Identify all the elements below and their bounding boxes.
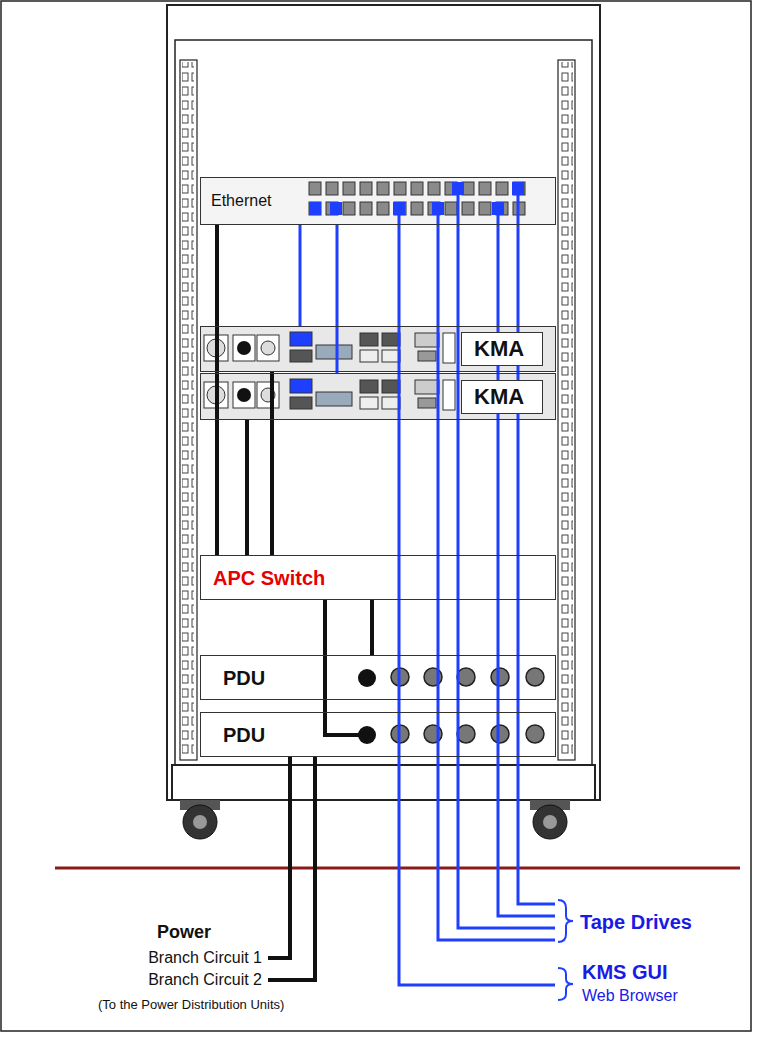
note: (To the Power Distribution Units) [98,997,284,1012]
caster-hub [193,815,207,829]
node-label: KMA [461,332,543,366]
active-port [330,202,342,215]
active-port [452,182,464,195]
frame-border [1,1,751,1031]
rack-post [180,60,197,760]
rack-cabinet [167,5,600,800]
ethernet-switch: Ethernet [200,177,556,225]
node-label: APC Switch [213,566,325,589]
branch-power-cords [268,757,315,980]
node-label: Ethernet [211,192,271,210]
node-label: KMA [461,380,543,414]
rack-inner [175,40,592,775]
caster-hub [543,815,557,829]
network-cable [336,225,339,373]
switch-body [200,177,556,225]
active-port [309,202,321,215]
active-port [393,202,405,215]
bracket [558,900,573,1000]
pdu-outlets [391,668,544,743]
rack-base [172,765,595,800]
power-plug [358,669,376,687]
rack-post [558,60,575,760]
kma-unit-detail [200,326,556,420]
power-cord [325,712,360,735]
node-label: PDU [223,666,265,689]
power-cord [215,225,219,555]
network-cable [299,225,302,326]
rack-holes [561,62,573,758]
circuit-label: Branch Circuit 1 [148,949,262,967]
power-cord [323,600,327,712]
power-heading: Power [157,922,211,943]
power-plug [358,726,376,744]
active-port [512,182,524,195]
power-cord [370,600,374,655]
device-label: Tape Drives [580,911,692,934]
device-label: KMS GUI [582,961,668,984]
power-cord [245,420,249,555]
switch-ports [308,181,529,221]
apc-switch: APC Switch [200,555,556,600]
network-cables [399,195,555,985]
active-port [432,202,444,215]
caster [533,805,567,839]
pdu: PDU [200,712,556,757]
kma-appliance: KMA [200,373,556,420]
device-sublabel: Web Browser [582,987,678,1005]
rack-holes [182,62,194,758]
circuit-label: Branch Circuit 2 [148,971,262,989]
pdu: PDU [200,655,556,700]
active-port [492,202,504,215]
kma-appliance: KMA [200,326,556,372]
node-label: PDU [223,723,265,746]
power-cord [270,372,274,555]
caster [183,805,217,839]
